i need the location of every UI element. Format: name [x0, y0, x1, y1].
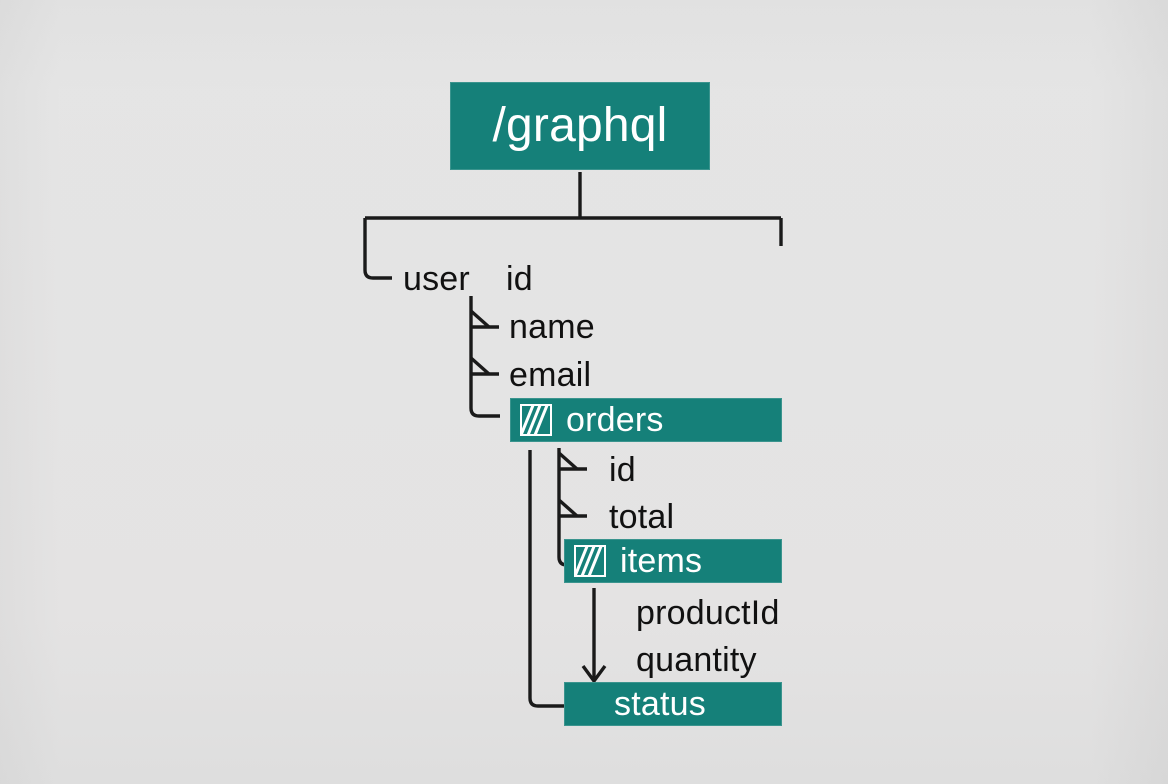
node-status-label: status	[614, 685, 706, 723]
edge-orders-to-total-barb	[557, 498, 579, 518]
edge-items-arrow-head	[581, 664, 607, 683]
node-orders[interactable]: orders	[510, 398, 782, 442]
node-status[interactable]: status	[564, 682, 782, 726]
edge-root-to-user	[363, 218, 392, 280]
array-icon	[574, 545, 606, 577]
node-root[interactable]: /graphql	[450, 82, 710, 170]
edge-user-to-name-barb	[469, 309, 491, 329]
node-items[interactable]: items	[564, 539, 782, 583]
node-user-email[interactable]: email	[509, 356, 592, 394]
node-order-total[interactable]: total	[609, 498, 675, 536]
node-items-label: items	[620, 542, 703, 580]
array-icon	[520, 404, 552, 436]
node-user-id[interactable]: id	[506, 260, 533, 298]
edge-orders-to-status	[528, 450, 566, 708]
node-orders-label: orders	[566, 401, 664, 439]
node-item-quantity[interactable]: quantity	[636, 641, 757, 679]
edge-orders-to-id-barb	[557, 451, 579, 471]
edge-user-spine	[469, 296, 500, 418]
node-root-label: /graphql	[492, 99, 668, 152]
edge-user-to-email-barb	[469, 356, 491, 376]
node-user-name[interactable]: name	[509, 308, 595, 346]
node-user[interactable]: user	[403, 260, 470, 298]
node-order-id[interactable]: id	[609, 451, 636, 489]
node-item-product-id[interactable]: productId	[636, 594, 780, 632]
